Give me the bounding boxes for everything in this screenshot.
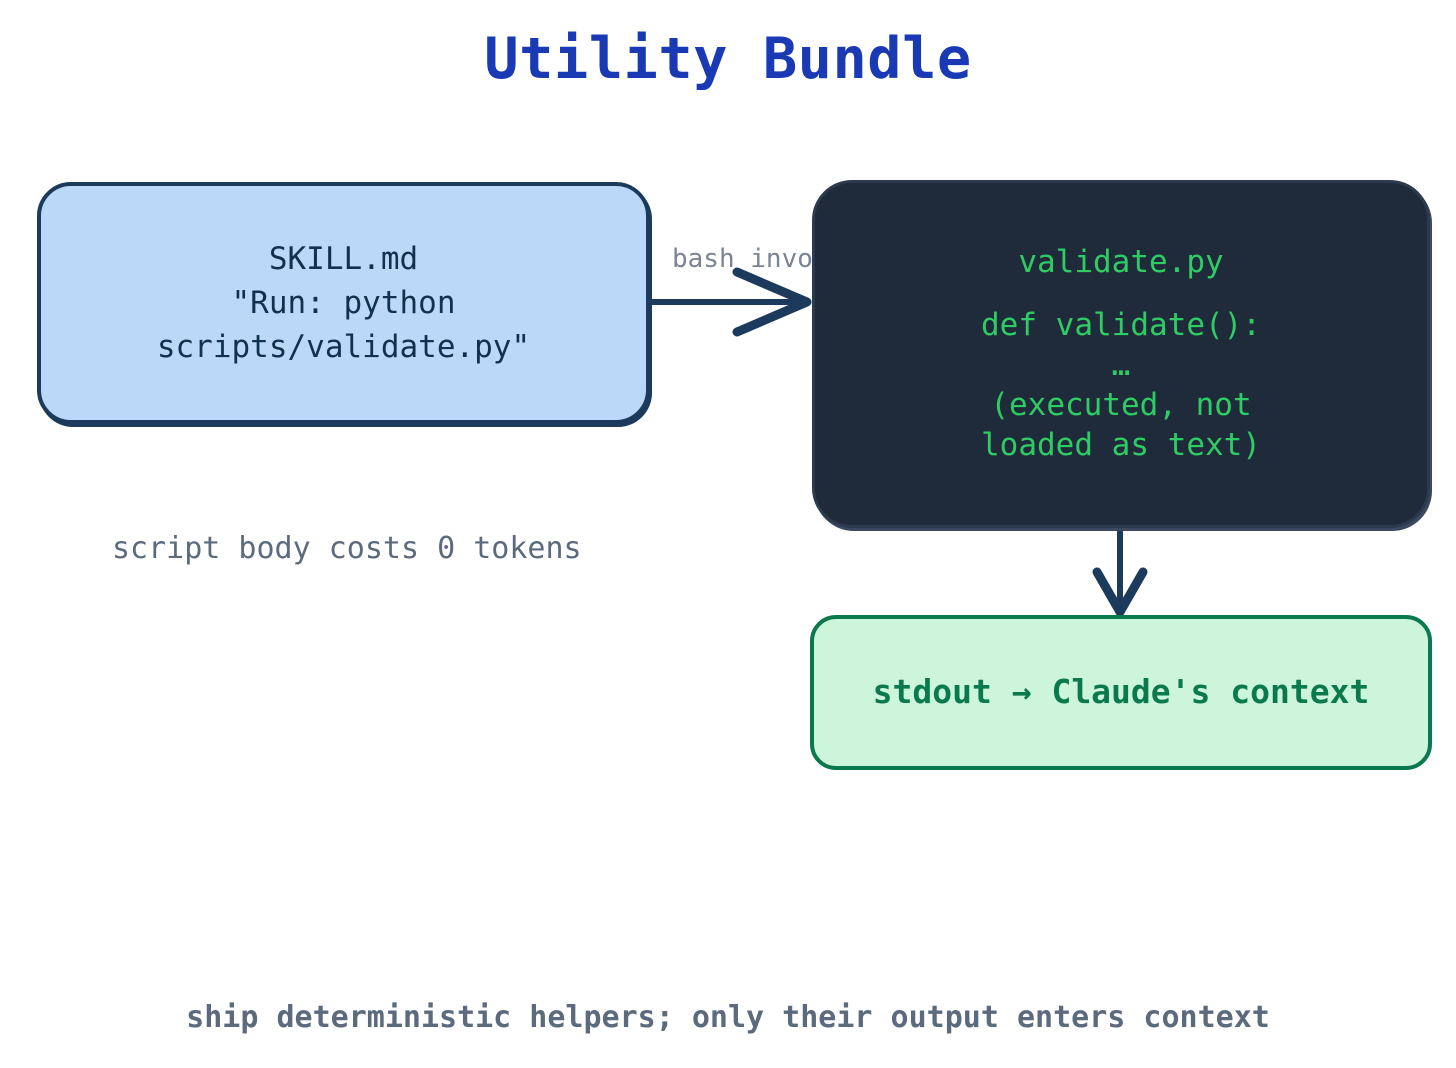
script-line-6: loaded as text)	[981, 427, 1261, 464]
page-title: Utility Bundle	[484, 26, 972, 92]
skill-line-2: "Run: python	[231, 284, 456, 321]
annotation-script-cost: script body costs 0 tokens	[112, 531, 582, 566]
node-stdout-context[interactable]: stdout → Claude's context	[810, 615, 1432, 770]
script-line-1: validate.py	[1018, 244, 1224, 281]
node-validate-py[interactable]: validate.py def validate(): … (executed,…	[812, 180, 1430, 528]
skill-line-3: scripts/validate.py"	[156, 329, 531, 365]
script-line-4: …	[1111, 346, 1131, 383]
skill-line-1: SKILL.md	[268, 240, 419, 277]
script-line-5: (executed, not	[990, 387, 1252, 424]
arrow-skill-to-script	[651, 267, 812, 337]
footer-caption: ship deterministic helpers; only their o…	[186, 1000, 1270, 1035]
node-skill-md[interactable]: SKILL.md "Run: python scripts/validate.p…	[37, 182, 650, 424]
arrow-script-to-stdout	[1092, 530, 1148, 617]
script-line-3: def validate():	[981, 306, 1261, 343]
stdout-label: stdout → Claude's context	[872, 672, 1370, 712]
